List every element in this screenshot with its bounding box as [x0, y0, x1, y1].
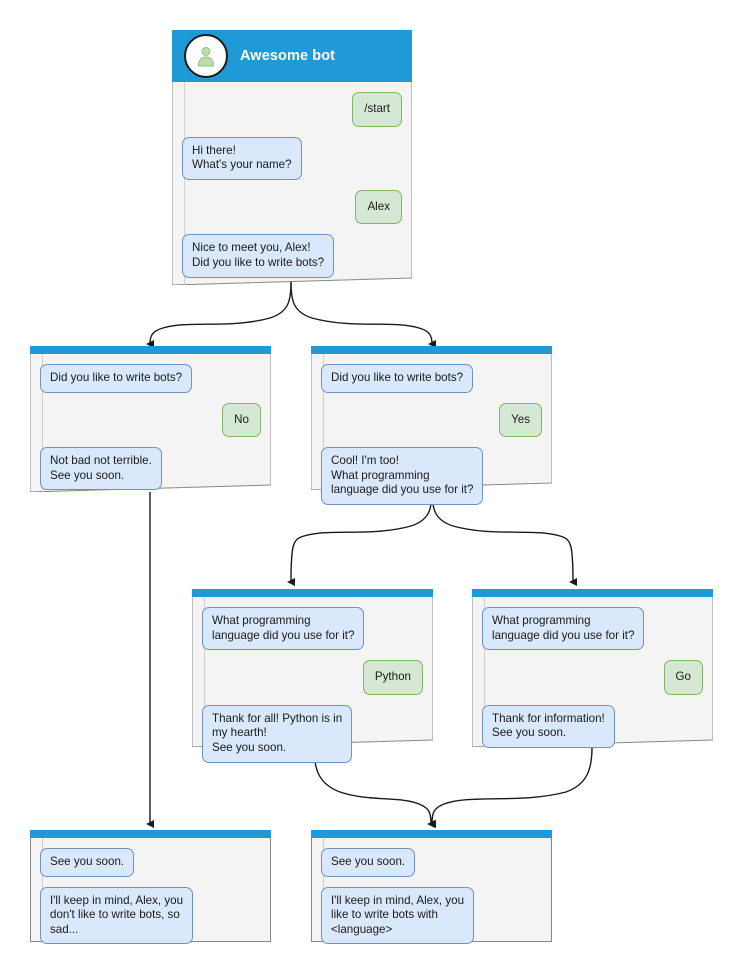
bot-bubble: Hi there! What's your name? [182, 136, 302, 180]
edge-root-to-no [146, 281, 292, 349]
node-root[interactable]: Awesome bot /start Hi there! What's your… [172, 30, 412, 285]
edge-root-to-yes [290, 281, 437, 348]
node-branch-yes[interactable]: Did you like to write bots? Yes Cool! I'… [311, 346, 552, 505]
bot-bubble: Did you like to write bots? [40, 364, 193, 393]
node-branch-go[interactable]: What programming language did you use fo… [472, 589, 713, 748]
message-row: What programming language did you use fo… [482, 607, 703, 651]
node-branch-go-chat: What programming language did you use fo… [472, 597, 713, 758]
message-row: See you soon. [40, 848, 261, 877]
message-row: Did you like to write bots? [40, 364, 261, 393]
bot-bubble: Thank for information! See you soon. [482, 704, 615, 748]
bot-bubble: Did you like to write bots? [321, 364, 474, 393]
person-avatar-icon [184, 34, 228, 78]
message-row: What programming language did you use fo… [202, 607, 423, 651]
bot-bubble: See you soon. [40, 848, 135, 877]
bot-bubble: Thank for all! Python is in my hearth! S… [202, 704, 353, 763]
message-row: Nice to meet you, Alex! Did you like to … [182, 234, 402, 278]
bot-bubble: I'll keep in mind, Alex, you like to wri… [321, 886, 475, 945]
message-row: Thank for all! Python is in my hearth! S… [202, 704, 423, 763]
root-titlebar: Awesome bot [172, 30, 424, 82]
message-row: Did you like to write bots? [321, 364, 542, 393]
message-row: See you soon. [321, 848, 542, 877]
user-bubble: Go [663, 660, 703, 695]
message-row: /start [182, 92, 402, 127]
message-row: I'll keep in mind, Alex, you don't like … [40, 886, 261, 945]
message-row: No [40, 402, 261, 438]
message-row: Go [482, 660, 703, 695]
message-row: Cool! I'm too! What programming language… [321, 447, 542, 505]
bot-bubble: Cool! I'm too! What programming language… [321, 447, 484, 505]
bot-bubble: See you soon. [321, 848, 416, 877]
bot-bubble: Not bad not terrible. See you soon. [40, 447, 162, 491]
message-row: Thank for information! See you soon. [482, 704, 703, 748]
node-end-happy[interactable]: See you soon. I'll keep in mind, Alex, y… [311, 830, 552, 945]
node-branch-no[interactable]: Did you like to write bots? No Not bad n… [30, 346, 271, 492]
node-end-sad[interactable]: See you soon. I'll keep in mind, Alex, y… [30, 830, 271, 945]
user-bubble: Alex [355, 189, 402, 225]
node-branch-yes-divider [323, 354, 324, 490]
user-bubble: No [222, 402, 261, 438]
node-root-divider [184, 82, 185, 285]
message-row: Yes [321, 402, 542, 438]
message-row: Not bad not terrible. See you soon. [40, 447, 261, 491]
node-branch-go-divider [484, 597, 485, 747]
message-row: Alex [182, 189, 402, 225]
bot-bubble: What programming language did you use fo… [202, 607, 365, 651]
user-bubble: /start [352, 92, 402, 127]
bot-bubble: Nice to meet you, Alex! Did you like to … [182, 234, 335, 278]
node-end-sad-chat: See you soon. I'll keep in mind, Alex, y… [30, 838, 271, 954]
user-bubble: Python [362, 660, 423, 695]
node-root-chat: /start Hi there! What's your name? Alex … [172, 82, 412, 288]
bot-title: Awesome bot [240, 48, 336, 64]
bot-bubble: I'll keep in mind, Alex, you don't like … [40, 886, 194, 945]
node-branch-python-divider [204, 597, 205, 747]
user-bubble: Yes [499, 402, 542, 438]
edge-go-to-end-happy [428, 746, 593, 829]
bot-bubble: What programming language did you use fo… [482, 607, 645, 651]
message-row: Hi there! What's your name? [182, 136, 402, 180]
message-row: I'll keep in mind, Alex, you like to wri… [321, 886, 542, 945]
node-branch-yes-chat: Did you like to write bots? Yes Cool! I'… [311, 354, 552, 515]
node-end-happy-chat: See you soon. I'll keep in mind, Alex, y… [311, 838, 552, 954]
node-branch-no-chat: Did you like to write bots? No Not bad n… [30, 354, 271, 500]
node-branch-python[interactable]: What programming language did you use fo… [192, 589, 433, 763]
node-branch-no-divider [42, 354, 43, 492]
node-branch-python-chat: What programming language did you use fo… [192, 597, 433, 773]
message-row: Python [202, 660, 423, 695]
